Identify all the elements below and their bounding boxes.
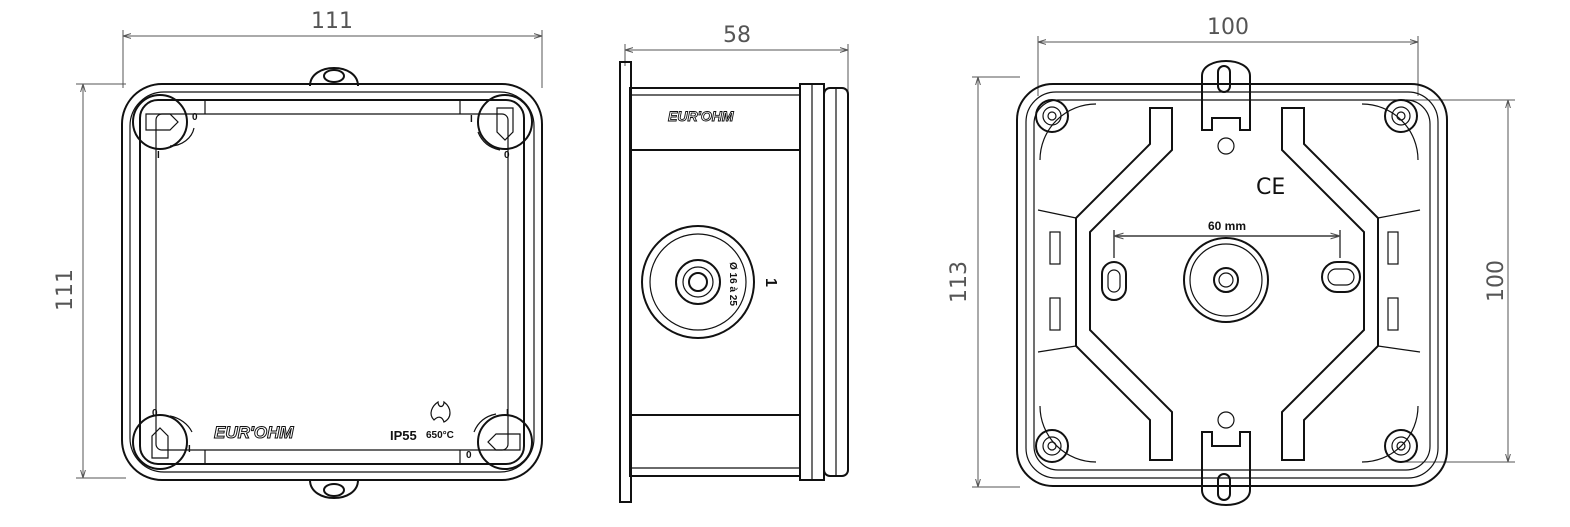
back-right-label: 100 [1484,260,1509,302]
screw-top-left [1035,99,1097,161]
side-brand-logo: EUR'OHM [668,108,734,124]
front-view: 111 111 0 I [53,9,543,499]
knob-top-right [477,94,533,151]
left-rib [1075,107,1173,461]
side-depth-dimension: 58 [624,23,849,92]
side-depth-label: 58 [723,23,751,48]
fire-rating-label: 650°C [426,430,454,441]
front-height-label: 111 [53,269,78,311]
port-number: 1 [762,278,779,287]
knob-top-left [132,94,195,150]
front-enclosure-outline [121,83,543,481]
knob-bottom-left [132,414,193,470]
knob-bottom-right [473,413,533,470]
bottom-mounting-tab [309,479,359,499]
slot-spacing-dimension: 60 mm [1113,219,1341,258]
knob-mark: 0 [504,150,510,161]
fire-icon [430,400,451,423]
knob-mark: 0 [152,408,158,419]
back-height-dimension: 113 [947,76,1020,488]
back-width-dimension: 100 [1037,15,1419,96]
top-mounting-lug [1201,60,1251,155]
knob-mark: I [157,150,160,161]
right-knockout-grille [1387,231,1399,331]
ip-rating-label: IP55 [390,428,417,443]
front-width-label: 111 [311,9,353,34]
back-enclosure-outline [1016,83,1448,487]
right-mounting-slot [1321,261,1361,293]
side-view: 58 EUR'OHM Ø 16 à 25 1 [619,23,849,503]
back-view: 100 113 100 [947,15,1515,506]
bottom-mounting-lug [1201,411,1251,506]
screw-bottom-left [1035,405,1097,463]
left-mounting-slot [1101,261,1127,301]
knob-mark: 0 [192,112,198,123]
top-mounting-tab [309,67,359,87]
knob-mark: I [470,114,473,125]
knob-mark: I [506,408,509,419]
back-right-dimension: 100 [1400,99,1515,463]
right-rib [1281,107,1379,461]
gland-diameter-text: Ø 16 à 25 [727,262,738,306]
knob-mark: I [188,444,191,455]
cable-gland [641,225,755,339]
knob-mark: 0 [466,450,472,461]
front-brand-logo: EUR'OHM [214,423,294,442]
back-height-label: 113 [947,261,972,303]
center-boss [1183,237,1269,323]
screw-top-right [1361,99,1419,161]
back-width-label: 100 [1207,15,1249,40]
front-width-dimension: 111 [122,9,543,88]
slot-spacing-label: 60 mm [1208,219,1246,233]
ce-mark: CE [1256,175,1285,200]
left-knockout-grille [1049,231,1061,331]
screw-bottom-right [1361,405,1419,463]
lid [139,99,525,465]
front-height-dimension: 111 [53,83,126,479]
